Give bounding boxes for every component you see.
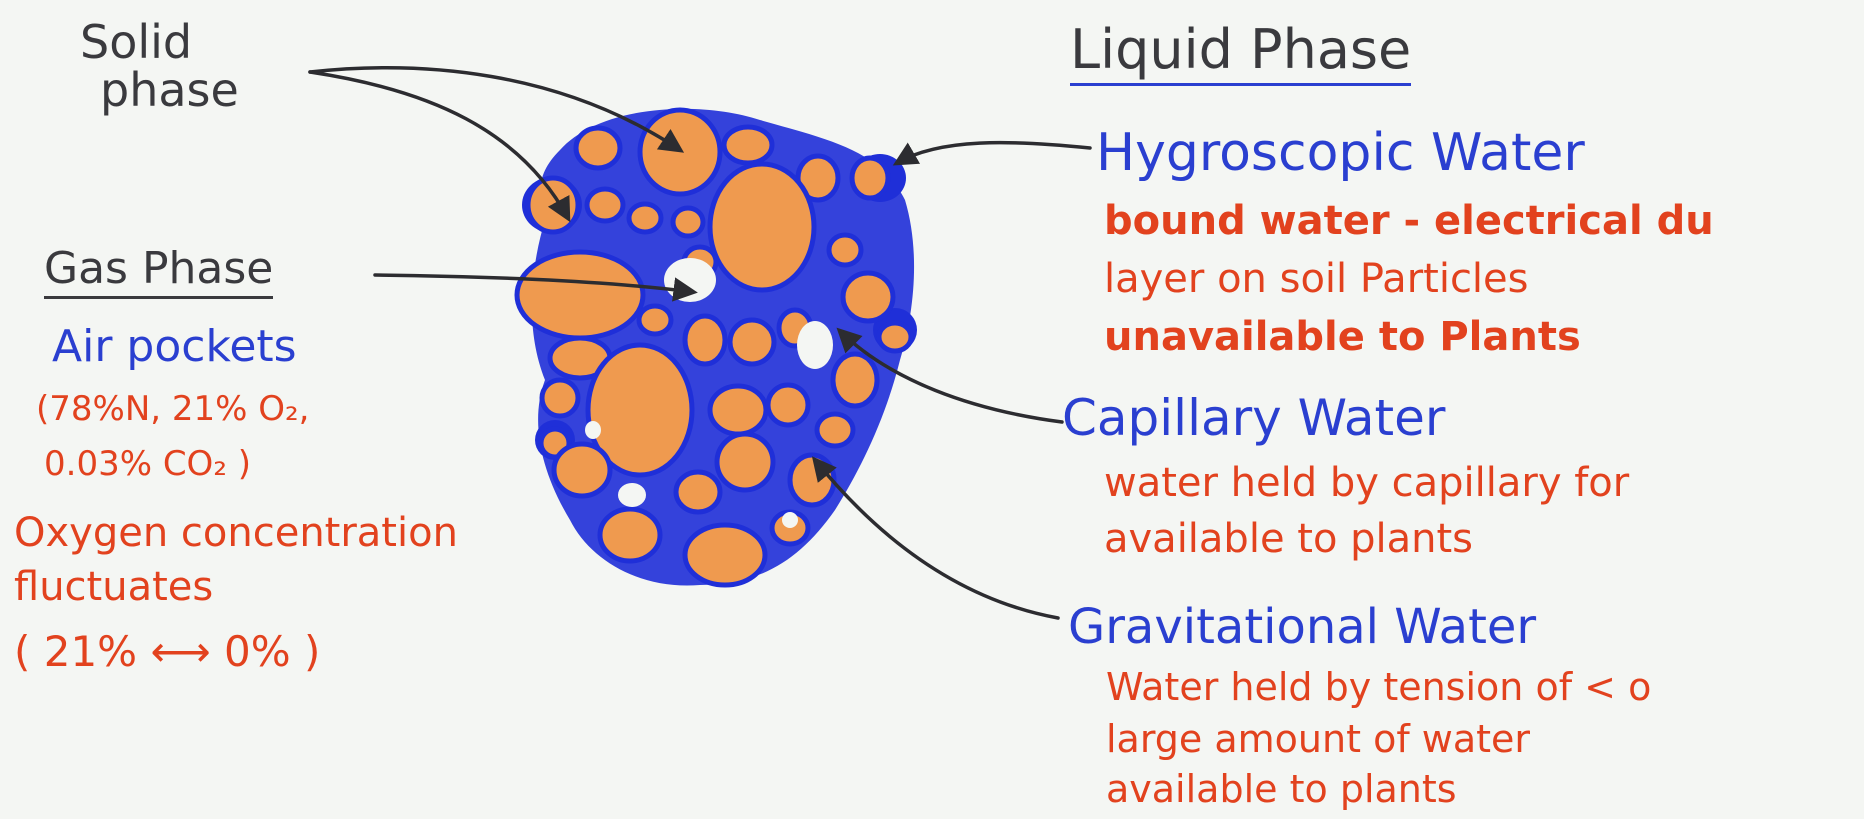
capillary-desc-line2: available to plants (1104, 518, 1473, 560)
arrow-gravitational (815, 460, 1058, 618)
capillary-desc-line1: water held by capillary for (1104, 462, 1629, 504)
hygroscopic-water-title: Hygroscopic Water (1096, 126, 1585, 181)
gas-phase-heading: Gas Phase (44, 246, 273, 299)
gravitational-desc-line2: large amount of water (1106, 720, 1530, 760)
arrow-hygroscopic (897, 143, 1090, 163)
gravitational-desc-line1: Water held by tension of < o (1106, 668, 1651, 708)
hygroscopic-desc-line1: bound water - electrical du (1104, 200, 1714, 242)
capillary-water-title: Capillary Water (1062, 392, 1445, 445)
gravitational-water-title: Gravitational Water (1068, 602, 1536, 652)
solid-phase-label-line2: phase (100, 66, 239, 114)
oxygen-line1: Oxygen concentration (14, 512, 458, 554)
liquid-phase-heading: Liquid Phase (1070, 22, 1411, 86)
air-pockets-label: Air pockets (52, 324, 297, 370)
air-composition-line1: (78%N, 21% O₂, (36, 392, 309, 428)
hygroscopic-desc-line3: unavailable to Plants (1104, 316, 1581, 358)
solid-phase-label-line1: Solid (80, 18, 192, 66)
hygroscopic-desc-line2: layer on soil Particles (1104, 258, 1529, 300)
oxygen-line2: fluctuates (14, 566, 213, 608)
gravitational-desc-line3: available to plants (1106, 770, 1457, 810)
oxygen-range: ( 21% ⟷ 0% ) (14, 630, 320, 674)
air-composition-line2: 0.03% CO₂ ) (44, 447, 251, 483)
